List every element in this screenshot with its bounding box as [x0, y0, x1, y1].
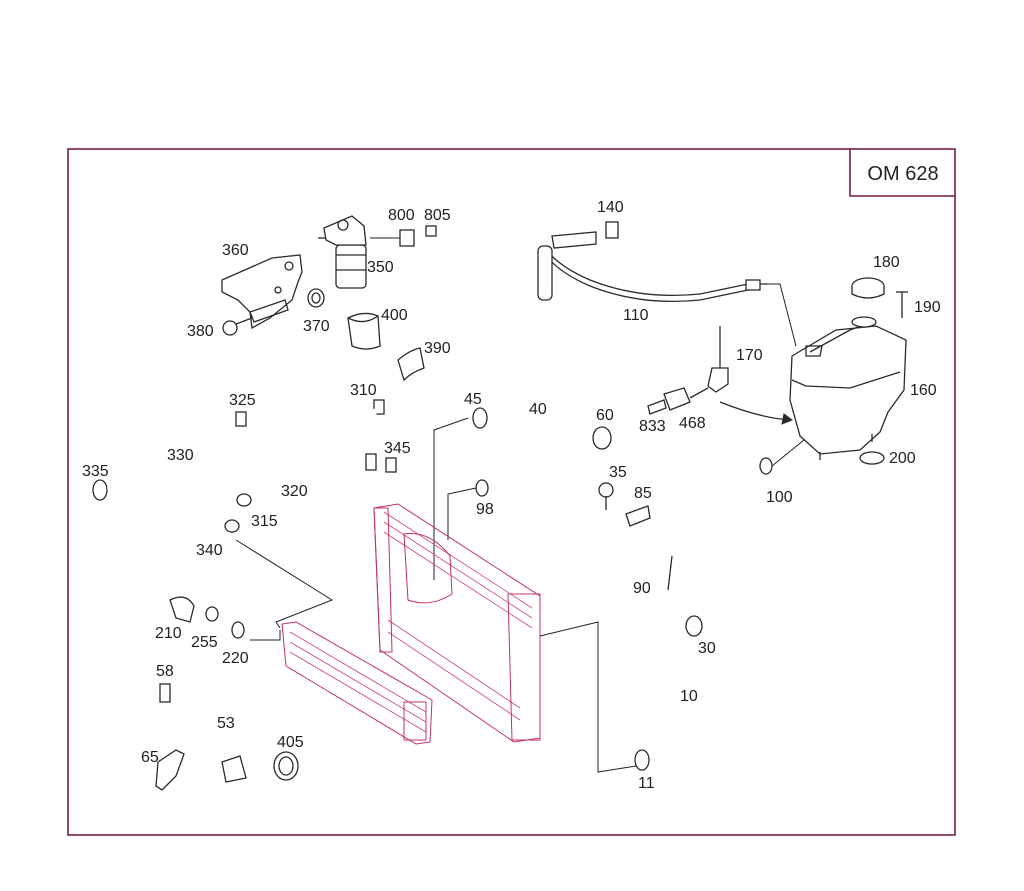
diagram-frame	[67, 148, 956, 836]
label-200[interactable]: 200	[889, 450, 916, 467]
label-800[interactable]: 800	[388, 207, 415, 224]
screw-190[interactable]	[896, 291, 908, 318]
holder-390[interactable]	[397, 347, 425, 382]
label-58[interactable]: 58	[156, 663, 174, 680]
clamp-315[interactable]	[224, 493, 252, 533]
bolt-380[interactable]	[222, 317, 253, 336]
engine-label: OM 628	[867, 163, 938, 185]
label-345[interactable]: 345	[384, 440, 411, 457]
label-210[interactable]: 210	[155, 625, 182, 642]
cap-58[interactable]	[159, 683, 171, 703]
grommet-200[interactable]	[859, 451, 885, 465]
label-255[interactable]: 255	[191, 634, 218, 651]
label-370[interactable]: 370	[303, 318, 330, 335]
label-11[interactable]: 11	[638, 775, 655, 792]
hose-40[interactable]	[489, 405, 587, 439]
label-140[interactable]: 140	[597, 199, 624, 216]
label-10[interactable]: 10	[680, 688, 698, 705]
label-110[interactable]: 110	[623, 307, 649, 324]
label-405[interactable]: 405	[277, 734, 304, 751]
radiator-core-lines	[383, 511, 533, 721]
hose-210[interactable]	[169, 596, 195, 623]
pump-350[interactable]	[318, 215, 367, 289]
clamp-255[interactable]	[205, 606, 219, 622]
label-180[interactable]: 180	[873, 254, 900, 271]
label-60[interactable]: 60	[596, 407, 614, 424]
sensor-170[interactable]	[707, 326, 729, 393]
label-340[interactable]: 340	[196, 542, 223, 559]
label-40[interactable]: 40	[529, 401, 547, 418]
expansion-tank-160[interactable]	[789, 316, 907, 460]
clamp-60[interactable]	[592, 426, 612, 450]
clamp-100[interactable]	[759, 439, 805, 475]
label-315[interactable]: 315	[251, 513, 278, 530]
hose-90[interactable]	[509, 466, 747, 591]
clamp-325[interactable]	[235, 411, 247, 427]
clip-85[interactable]	[625, 505, 651, 527]
label-320[interactable]: 320	[281, 483, 308, 500]
radiator[interactable]	[373, 503, 541, 743]
cap-180[interactable]	[851, 277, 885, 299]
nozzle-833[interactable]	[647, 399, 667, 415]
clamp-30[interactable]	[685, 615, 703, 637]
label-160[interactable]: 160	[910, 382, 937, 399]
intercooler[interactable]	[281, 621, 433, 745]
part-labels: 800 805 140 360 350 180 190 380 370 400 …	[82, 199, 941, 792]
clamp-335[interactable]	[92, 479, 108, 501]
label-90[interactable]: 90	[633, 580, 651, 597]
hose-10[interactable]	[638, 622, 685, 758]
label-390[interactable]: 390	[424, 340, 451, 357]
clamp-310[interactable]	[373, 399, 385, 415]
oring-45[interactable]	[472, 407, 488, 429]
bracket-65[interactable]	[155, 749, 185, 791]
label-400[interactable]: 400	[381, 307, 408, 324]
label-220[interactable]: 220	[222, 650, 249, 667]
label-30[interactable]: 30	[698, 640, 716, 657]
label-35[interactable]: 35	[609, 464, 627, 481]
label-65[interactable]: 65	[141, 749, 159, 766]
nut-370[interactable]	[307, 288, 325, 308]
label-170[interactable]: 170	[736, 347, 763, 364]
oring-98[interactable]	[475, 479, 489, 497]
label-85[interactable]: 85	[634, 485, 652, 502]
label-45[interactable]: 45	[464, 391, 482, 408]
clamp-140[interactable]	[605, 221, 619, 239]
label-310[interactable]: 310	[350, 382, 377, 399]
engine-label-box: OM 628	[849, 149, 955, 197]
sleeve-400[interactable]	[347, 312, 381, 350]
label-335[interactable]: 335	[82, 463, 109, 480]
clamp-405[interactable]	[273, 751, 299, 781]
label-190[interactable]: 190	[914, 299, 941, 316]
label-325[interactable]: 325	[229, 392, 256, 409]
label-350[interactable]: 350	[367, 259, 394, 276]
label-98[interactable]: 98	[476, 501, 494, 518]
label-380[interactable]: 380	[187, 323, 214, 340]
hose-53[interactable]	[180, 684, 256, 783]
bracket-360[interactable]	[221, 254, 303, 330]
bolt-35[interactable]	[598, 482, 614, 510]
label-100[interactable]: 100	[766, 489, 793, 506]
label-330[interactable]: 330	[167, 447, 194, 464]
label-805[interactable]: 805	[424, 207, 451, 224]
connector-800[interactable]	[370, 229, 415, 247]
fitting-468[interactable]	[663, 387, 709, 411]
label-53[interactable]: 53	[217, 715, 235, 732]
hose-345[interactable]	[318, 446, 397, 473]
label-468[interactable]: 468	[679, 415, 706, 432]
hose-320[interactable]	[208, 408, 378, 502]
hose-110[interactable]	[537, 231, 768, 302]
label-833[interactable]: 833	[639, 418, 666, 435]
clamp-220[interactable]	[231, 621, 245, 639]
oring-11[interactable]	[634, 749, 650, 771]
hose-330[interactable]	[196, 422, 228, 514]
clip-805[interactable]	[425, 225, 437, 237]
hose-340[interactable]	[107, 479, 217, 523]
label-360[interactable]: 360	[222, 242, 249, 259]
